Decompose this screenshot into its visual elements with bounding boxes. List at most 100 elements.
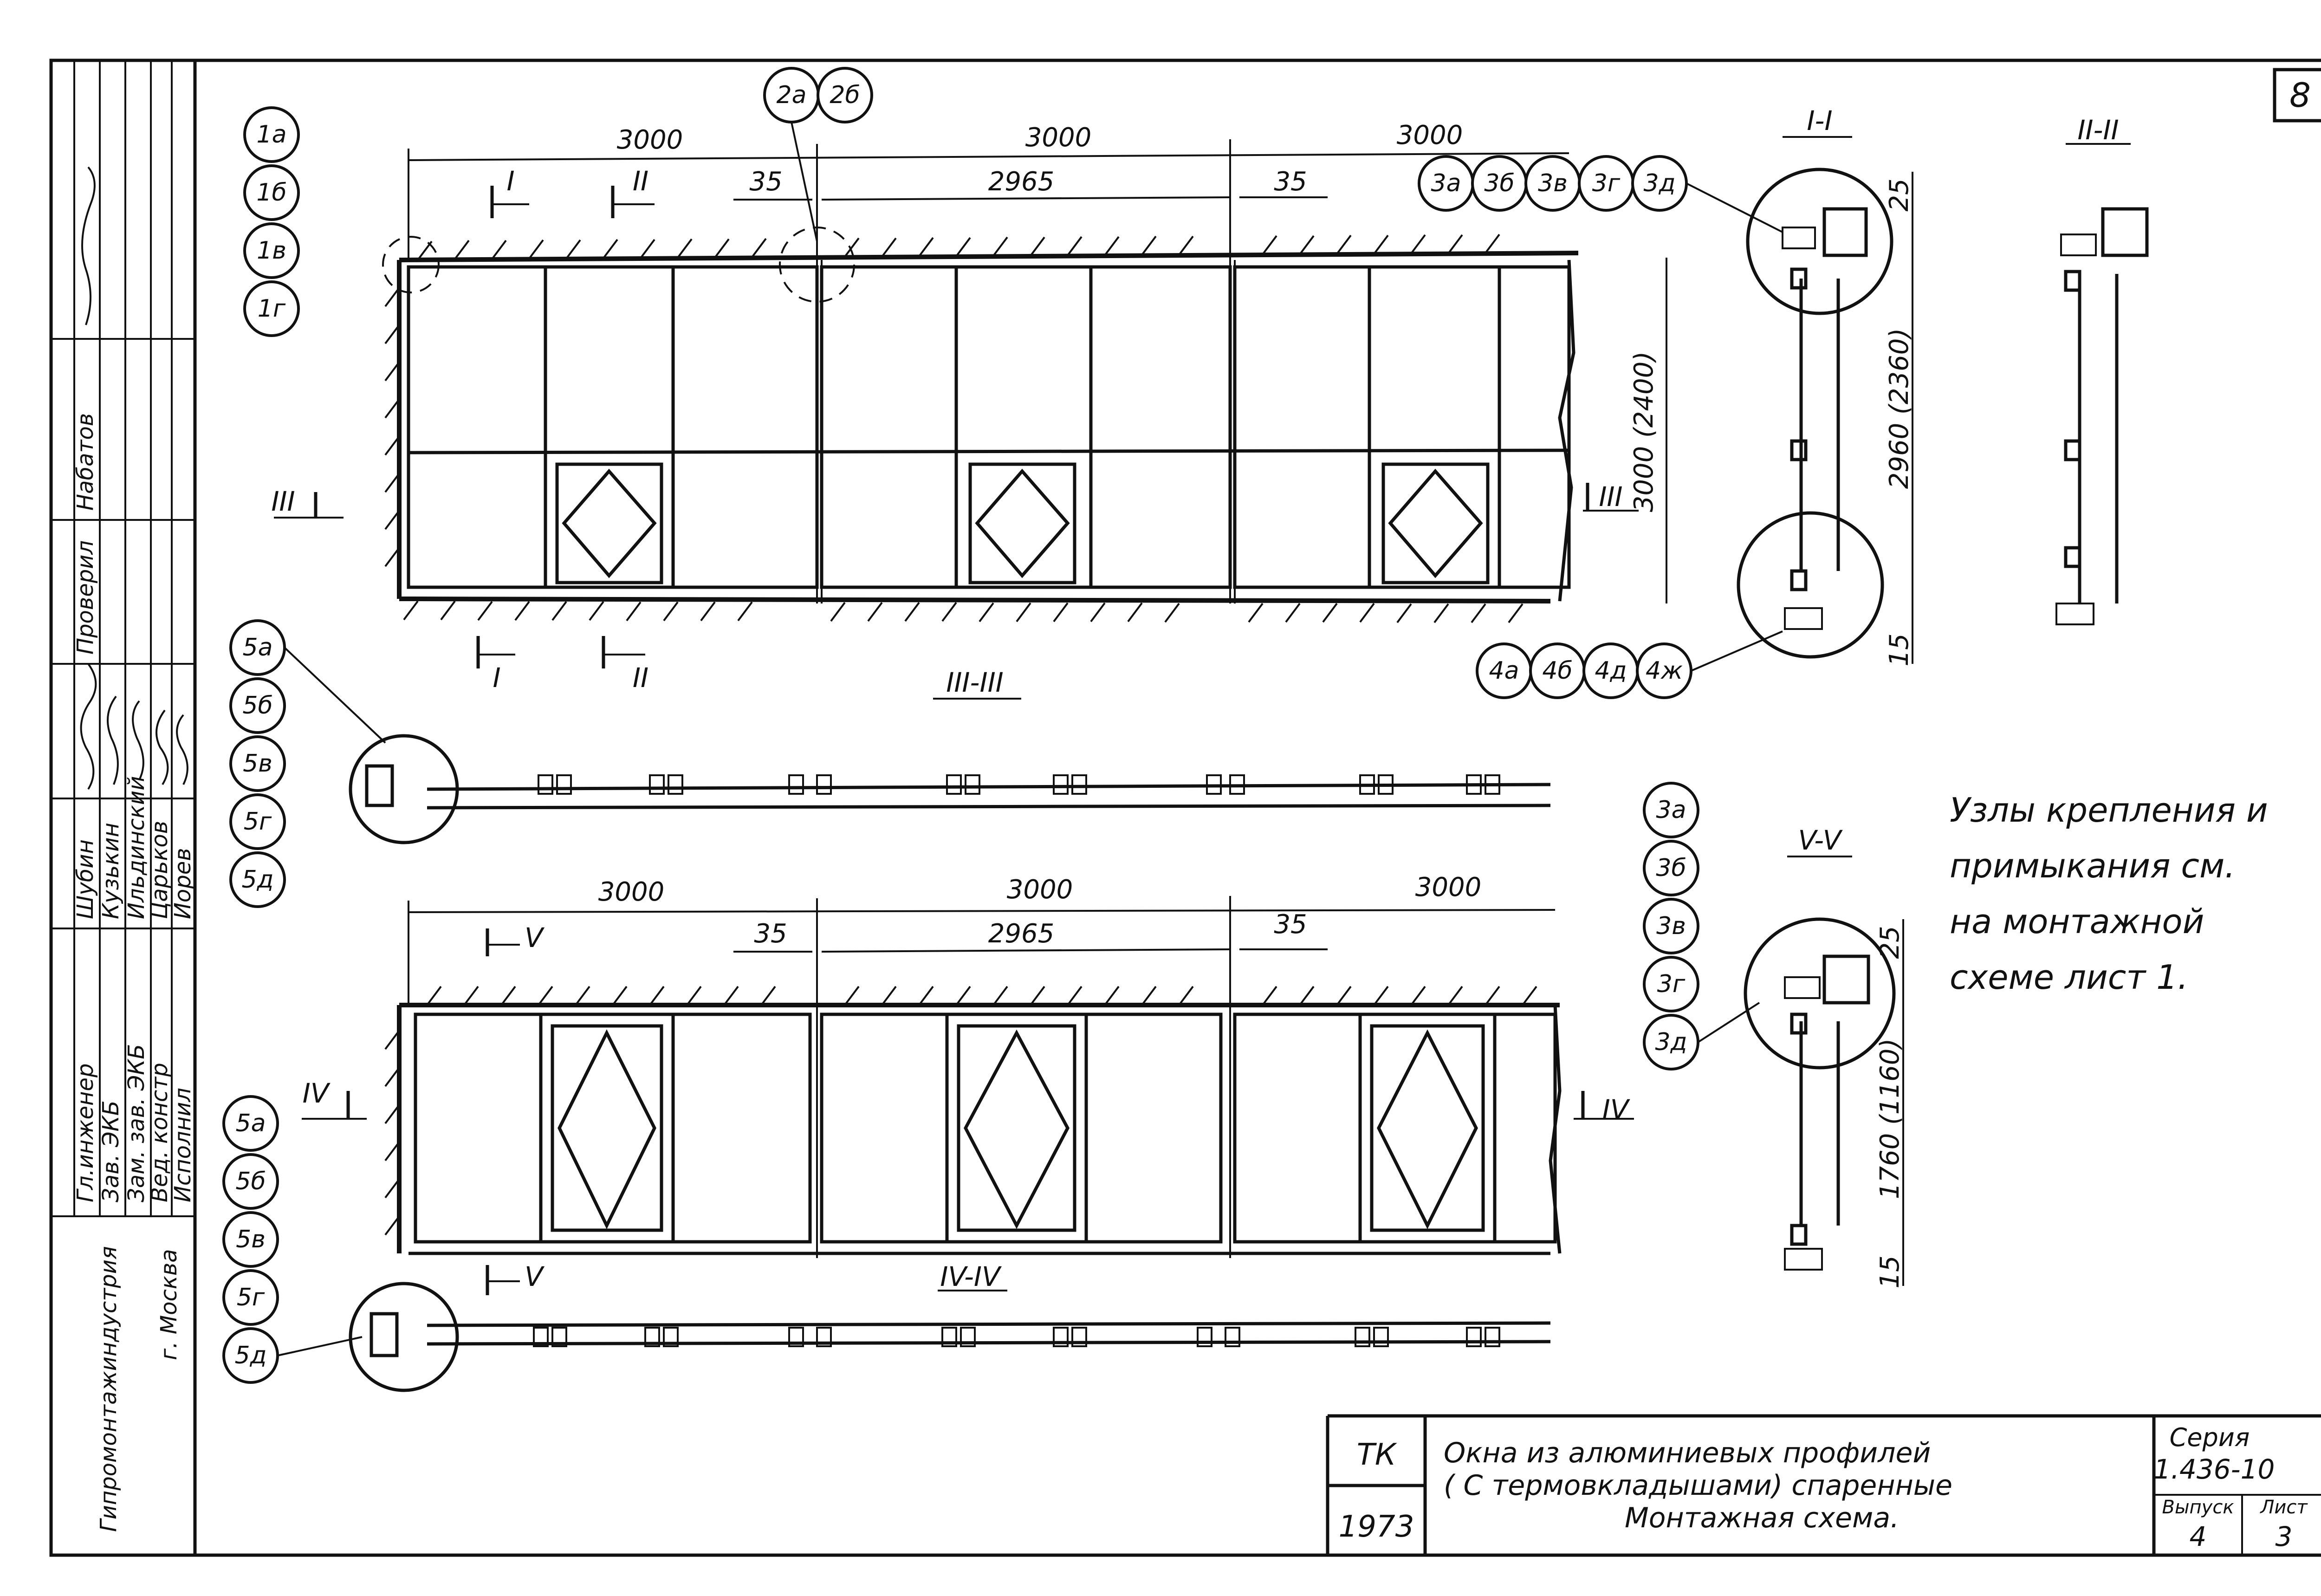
- bottom-dim-1: 3000: [598, 877, 665, 907]
- note-line-1: Узлы крепления и: [1950, 791, 2268, 830]
- marker-4b: 4б: [1542, 657, 1572, 685]
- signature-2: [80, 663, 97, 790]
- marker-2a: 2а: [777, 81, 807, 109]
- tb-year: 1973: [1339, 1510, 1414, 1544]
- sec-mark-V-bottom: V: [525, 1261, 545, 1292]
- sec-mark-III-right: III: [1599, 481, 1622, 513]
- marker-5g-top: 5г: [244, 808, 272, 836]
- markers-joint: 2а 2б: [763, 67, 873, 242]
- stamp-role-3: Зам. зав. ЭКБ: [123, 1044, 149, 1202]
- section-I-dim-bottom: 15: [1884, 633, 1914, 666]
- markers-3-top: 3а 3б 3в 3г 3д: [1418, 155, 1783, 233]
- marker-5v-top: 5в: [243, 750, 272, 778]
- marker-1b: 1б: [256, 179, 286, 207]
- top-elevation: 3000 3000 3000 35 2965 35 3000 (2400) I …: [271, 120, 1667, 700]
- plan-IV-strip: [349, 1282, 1551, 1392]
- note-line-3: на монтажной: [1950, 902, 2204, 941]
- sec-mark-I-top: I: [506, 165, 514, 197]
- top-dim-1: 3000: [617, 125, 683, 155]
- bottom-dim-2: 3000: [1007, 875, 1073, 905]
- stamp-name-1: Шубин: [72, 839, 98, 919]
- marker-1g: 1г: [258, 295, 286, 323]
- stamp-name-2: Кузькин: [98, 823, 124, 919]
- stamp-role-2: Зав. ЭКБ: [98, 1100, 124, 1202]
- markers-4: 4а 4б 4д 4ж: [1476, 630, 1783, 699]
- marker-5a-top: 5а: [243, 634, 273, 662]
- stamp-role-5: Исполнил: [170, 1088, 196, 1202]
- tb-sheet-value: 3: [2276, 1521, 2293, 1552]
- markers-3-bottom: 3а 3б 3в 3г 3д: [1643, 782, 1760, 1070]
- sec-mark-V-top: V: [525, 922, 545, 954]
- marker-3d-bottom: 3д: [1655, 1028, 1687, 1056]
- section-II-title: II-II: [2077, 114, 2119, 146]
- stamp-role-4: Вед. констр: [147, 1063, 173, 1202]
- sec-mark-I-bottom: I: [493, 662, 500, 694]
- marker-5v-bottom: 5в: [236, 1226, 266, 1253]
- stamp-checked-label: Проверил: [72, 540, 98, 655]
- marker-3b-top: 3б: [1484, 169, 1514, 197]
- section-I-dim-height: 2960 (2360): [1884, 328, 1914, 489]
- marker-1a: 1а: [257, 121, 287, 149]
- marker-3d-top: 3д: [1643, 169, 1675, 197]
- signature-6: [176, 714, 188, 785]
- top-dim-35-left: 35: [749, 167, 782, 197]
- section-I-dim-top: 25: [1884, 178, 1914, 211]
- side-stamp: Гипромонтажиндустрия г. Москва Гл.инжене…: [51, 60, 196, 1532]
- tb-series-label: Серия: [2170, 1423, 2250, 1452]
- stamp-name-4: Царьков: [147, 821, 173, 919]
- marker-5d-top: 5д: [241, 866, 273, 894]
- marker-3b-bottom: 3б: [1656, 854, 1686, 882]
- signature-4: [132, 700, 144, 780]
- signature-5: [156, 709, 169, 785]
- stamp-checked-name: Набатов: [72, 413, 98, 511]
- marker-5g-bottom: 5г: [237, 1284, 265, 1311]
- tb-code: ТК: [1357, 1438, 1397, 1472]
- marker-4a: 4а: [1489, 657, 1519, 685]
- section-V-title: V-V: [1798, 824, 1843, 856]
- top-dim-3: 3000: [1397, 120, 1463, 150]
- marker-5a-bottom: 5а: [236, 1109, 266, 1137]
- bottom-dim-3: 3000: [1415, 872, 1482, 902]
- marker-5b-top: 5б: [242, 692, 272, 720]
- marker-2b: 2б: [830, 81, 860, 109]
- marker-3a-top: 3а: [1431, 169, 1461, 197]
- marker-5d-bottom: 5д: [234, 1342, 266, 1369]
- sec-mark-II-bottom: II: [633, 662, 648, 694]
- tb-title-1: Окна из алюминиевых профилей: [1444, 1437, 1931, 1469]
- title-block: ТК 1973 Окна из алюминиевых профилей ( С…: [1326, 1414, 2321, 1555]
- note-line-4: схеме лист 1.: [1950, 958, 2188, 997]
- sec-mark-II-top: II: [633, 165, 648, 197]
- plan-title-III: III-III: [946, 667, 1004, 698]
- signature-1: [81, 166, 96, 325]
- section-V-dim-height: 1760 (1160): [1875, 1038, 1905, 1200]
- sheet-number: 8: [2289, 76, 2311, 115]
- bottom-dim-35-left: 35: [754, 919, 787, 949]
- stamp-name-5: Иорев: [170, 848, 196, 919]
- stamp-role-1: Гл.инженер: [72, 1064, 98, 1202]
- plan-title-IV: IV-IV: [940, 1261, 1002, 1292]
- marker-5b-bottom: 5б: [235, 1168, 266, 1195]
- marker-3v-bottom: 3в: [1656, 912, 1686, 940]
- marker-3a-bottom: 3а: [1656, 796, 1686, 824]
- stamp-city: г. Москва: [156, 1249, 182, 1360]
- tb-issue-label: Выпуск: [2162, 1497, 2234, 1518]
- marker-3v-top: 3в: [1538, 169, 1568, 197]
- marker-3g-top: 3г: [1592, 169, 1621, 197]
- bottom-dim-35-right: 35: [1274, 909, 1307, 940]
- top-dim-35-right: 35: [1274, 167, 1307, 197]
- marker-4zh: 4ж: [1646, 657, 1683, 685]
- section-II: II-II: [2055, 114, 2149, 625]
- sec-mark-III-left: III: [271, 486, 295, 517]
- markers-top-left: 1а 1б 1в 1г: [243, 106, 300, 337]
- top-dim-2965: 2965: [988, 167, 1055, 197]
- sec-mark-IV-right: IV: [1602, 1094, 1631, 1125]
- markers-5-top: 5а 5б 5в 5г 5д: [229, 619, 386, 908]
- signature-3: [107, 695, 119, 785]
- plan-III-strip: [349, 734, 1551, 844]
- tb-series-value: 1.436-10: [2154, 1453, 2275, 1485]
- section-V-dim-bottom: 15: [1875, 1255, 1905, 1288]
- sheet-number-box: [2273, 68, 2321, 123]
- stamp-organization: Гипромонтажиндустрия: [96, 1246, 122, 1532]
- note-block: Узлы крепления и примыкания см. на монта…: [1950, 791, 2268, 997]
